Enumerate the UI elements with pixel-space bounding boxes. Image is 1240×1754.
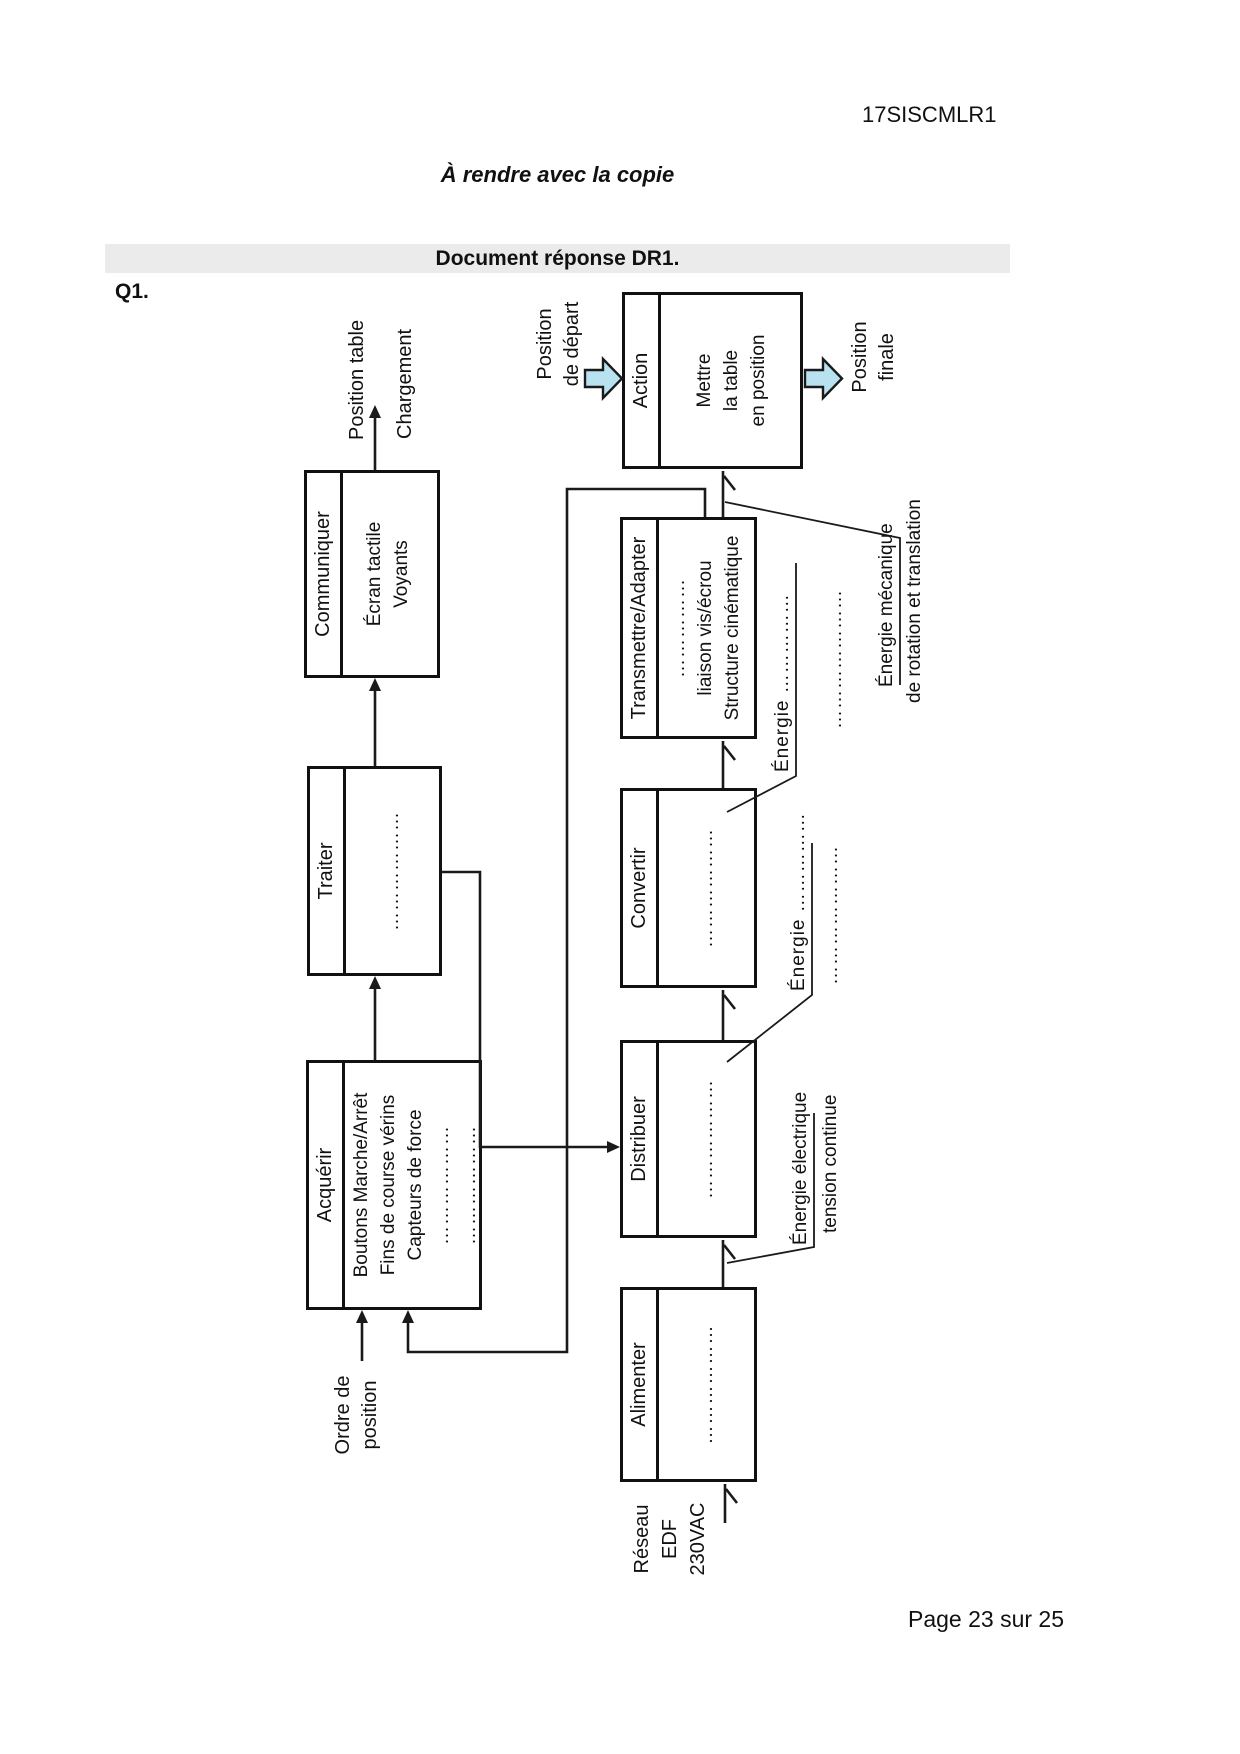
- leader-energie-mecanique: [724, 501, 901, 685]
- feedback-line: [406, 487, 707, 1354]
- question-label: Q1.: [115, 280, 149, 303]
- document-code: 17SISCMLR1: [862, 102, 997, 127]
- functional-chain-diagram: Acquérir Boutons Marche/Arrêt Fins de co…: [300, 285, 930, 1585]
- diagram-connectors: [356, 356, 901, 1523]
- return-instruction: À rendre avec la copie: [440, 162, 675, 187]
- position-depart-block-arrow: [583, 356, 624, 401]
- document-title-banner: Document réponse DR1.: [105, 244, 1010, 273]
- leader-energie-electrique: [726, 1113, 815, 1264]
- arrowhead: [369, 405, 381, 418]
- page-number: Page 23 sur 25: [908, 1606, 1065, 1632]
- traiter-distribuer-order-line: [442, 870, 613, 1149]
- arrowhead: [356, 1310, 368, 1323]
- arrowhead: [369, 678, 381, 691]
- arrowhead: [607, 1141, 620, 1153]
- arrowhead: [402, 1310, 414, 1323]
- arrowhead: [369, 976, 381, 989]
- leader-energie-blank2: [726, 563, 797, 813]
- position-finale-block-arrow: [803, 356, 844, 401]
- leader-energie-blank1: [726, 843, 813, 1063]
